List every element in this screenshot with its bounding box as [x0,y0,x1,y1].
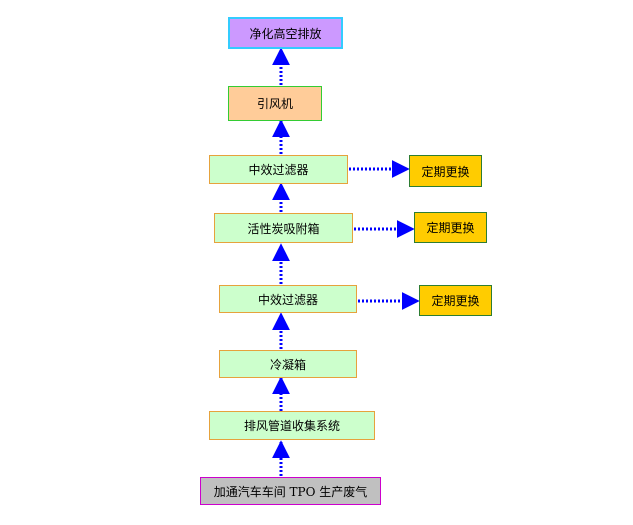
fan-node: 引风机 [228,86,322,121]
replace-node-2: 定期更换 [414,212,487,243]
condenser-node: 冷凝箱 [219,350,357,378]
exhaust-node: 净化高空排放 [228,17,343,49]
source-node: 加通汽车车间 TPO 生产废气 [200,477,381,505]
replace-node-3: 定期更换 [419,285,492,316]
filter-mid-node: 中效过滤器 [219,285,357,313]
filter-top-node: 中效过滤器 [209,155,348,184]
carbon-node: 活性炭吸附箱 [214,213,353,243]
replace-node-1: 定期更换 [409,155,482,187]
collection-node: 排风管道收集系统 [209,411,375,440]
